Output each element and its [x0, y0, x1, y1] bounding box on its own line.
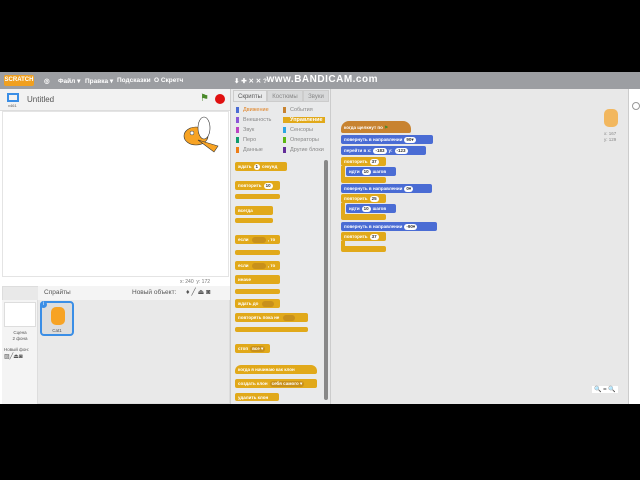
right-panel [628, 89, 640, 404]
cat-sprite[interactable] [178, 112, 223, 157]
stage[interactable] [2, 111, 229, 277]
script-repeat-3-end [341, 246, 386, 252]
green-flag-icon[interactable]: ⚑ [200, 93, 209, 104]
menu-file[interactable]: Файл ▾ [58, 78, 81, 85]
category-9[interactable]: Другие блоки [283, 147, 325, 153]
new-backdrop-label: Новый фон: [4, 347, 30, 352]
tab-costumes[interactable]: Костюмы [267, 90, 303, 102]
tab-sounds[interactable]: Звуки [303, 90, 329, 102]
menu-edit[interactable]: Правка ▾ [85, 78, 114, 85]
watermark: www.BANDICAM.com [266, 74, 378, 85]
category-4[interactable]: Звук [236, 127, 278, 133]
current-sprite-icon [604, 109, 618, 127]
block-forever[interactable]: всегда [235, 206, 273, 215]
category-0[interactable]: Движение [236, 107, 278, 113]
globe-icon[interactable]: ◎ [44, 78, 50, 85]
mouse-coords: x: 240 y: 172 [180, 279, 211, 285]
stage-header: v461 Untitled ⚑ [0, 89, 230, 111]
block-if-else[interactable]: если , то [235, 261, 280, 270]
zoom-in-icon[interactable]: 🔍 [608, 387, 616, 393]
zoom-reset-icon[interactable]: = [603, 387, 607, 393]
block-delete-clone[interactable]: удалить клон [235, 393, 279, 401]
sprite-y: y: 129 [604, 137, 617, 142]
duplicate-icon[interactable]: ⬇ ✚ ✕ ✕ ? [234, 78, 267, 85]
block-if-end [235, 250, 280, 255]
new-backdrop-icons[interactable]: ▨╱⏏◙ [4, 354, 23, 360]
sprites-label: Спрайты [44, 289, 71, 296]
block-if-else-end [235, 289, 280, 294]
scene-label: Сцена [13, 330, 27, 335]
category-3[interactable]: Управление [283, 117, 325, 123]
help-icon[interactable] [632, 102, 640, 110]
presentation-mode-icon[interactable] [7, 93, 19, 102]
block-else: иначе [235, 275, 280, 284]
green-flag-icon: ⚑ [384, 125, 389, 130]
menu-tips[interactable]: Подсказки [117, 77, 151, 84]
block-repeat-until[interactable]: повторять пока не [235, 313, 308, 322]
category-8[interactable]: Данные [236, 147, 278, 153]
new-sprite-icons[interactable]: ♦ ╱ ⏏ ◙ [186, 289, 211, 296]
script-repeat-1-end [341, 177, 386, 183]
sprite-panel-header: Спрайты Новый объект: ♦ ╱ ⏏ ◙ [38, 286, 230, 300]
script-point-direction-3[interactable]: повернуть в направлении-90▾ [341, 222, 437, 231]
script-when-flag[interactable]: когда щелкнут по ⚑ [341, 121, 411, 133]
project-title[interactable]: Untitled [27, 95, 55, 104]
category-1[interactable]: События [283, 107, 325, 113]
block-repeat-end [235, 194, 280, 199]
category-7[interactable]: Операторы [283, 137, 325, 143]
stop-icon[interactable] [215, 94, 225, 104]
palette-scrollbar[interactable] [324, 160, 328, 400]
new-sprite-label: Новый объект: [132, 289, 177, 296]
category-5[interactable]: Сенсоры [283, 127, 325, 133]
block-clone-start[interactable]: когда я начинаю как клон [235, 365, 317, 374]
info-icon[interactable]: i [40, 301, 47, 308]
zoom-out-icon[interactable]: 🔍 [594, 387, 602, 393]
block-forever-end [235, 218, 273, 223]
menu-bar: SCRATCH ◎ Файл ▾ Правка ▾ Подсказки О Ск… [0, 72, 640, 89]
block-repeat-until-end [235, 327, 308, 332]
sprite-name: Cat1 [52, 328, 62, 333]
scene-column: Сцена 2 фона Новый фон: ▨╱⏏◙ [2, 300, 38, 404]
sprite-x: x: 167 [604, 131, 617, 136]
block-wait-until[interactable]: ждать до [235, 299, 280, 308]
stage-thumbnail[interactable] [4, 302, 36, 327]
sprite-thumb-cat1[interactable]: i Cat1 [40, 301, 74, 336]
script-repeat-2-end [341, 214, 386, 220]
scratch-logo[interactable]: SCRATCH [4, 75, 34, 86]
backdrop-count: 2 фона [12, 336, 28, 341]
menu-about[interactable]: О Скретч [154, 77, 184, 84]
version-label: v461 [8, 103, 17, 108]
category-6[interactable]: Перо [236, 137, 278, 143]
category-2[interactable]: Внешность [236, 117, 278, 123]
block-if[interactable]: если , то [235, 235, 280, 244]
cat-icon [51, 307, 65, 325]
tab-scripts[interactable]: Скрипты [233, 90, 267, 102]
